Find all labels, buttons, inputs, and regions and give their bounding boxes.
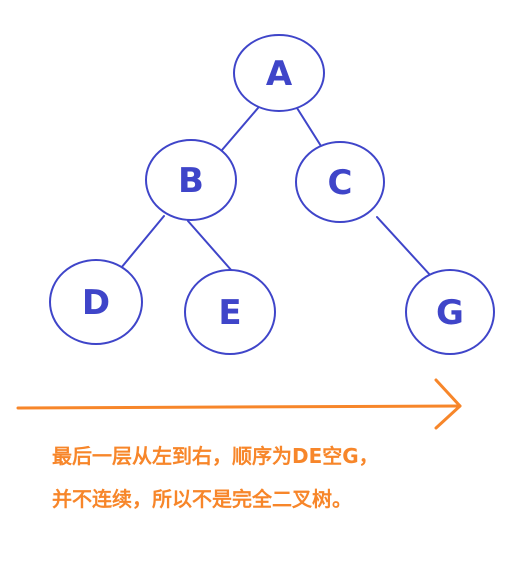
node-circle (405, 269, 495, 355)
order-arrow (16, 378, 462, 430)
edge-a-c (296, 107, 322, 147)
node-circle (233, 34, 325, 112)
tree-node-e: E (184, 269, 276, 355)
node-circle (295, 141, 385, 223)
tree-node-g: G (405, 269, 495, 355)
caption-line-1: 最后一层从左到右，顺序为DE空G， (52, 444, 379, 468)
tree-node-d: D (49, 259, 143, 345)
edge-b-d (120, 215, 165, 269)
node-circle (49, 259, 143, 345)
edge-b-e (187, 220, 233, 272)
node-label: B (178, 161, 204, 201)
node-circle (184, 269, 276, 355)
tree-node-a: A (233, 34, 325, 112)
node-label: A (266, 54, 293, 94)
node-label: D (82, 283, 110, 323)
arrow-shaft (16, 404, 462, 410)
node-label: G (436, 293, 464, 333)
node-label: E (218, 293, 241, 333)
node-circle (145, 139, 237, 221)
tree-node-b: B (145, 139, 237, 221)
arrow-head-icon (434, 378, 462, 430)
caption-line-2: 并不连续，所以不是完全二叉树。 (52, 487, 352, 511)
edge-a-b (221, 107, 259, 151)
edge-c-g (376, 216, 432, 277)
tree-edges (120, 107, 432, 277)
tree-nodes: A B C D E G (49, 34, 495, 355)
node-label: C (328, 163, 353, 203)
tree-node-c: C (295, 141, 385, 223)
